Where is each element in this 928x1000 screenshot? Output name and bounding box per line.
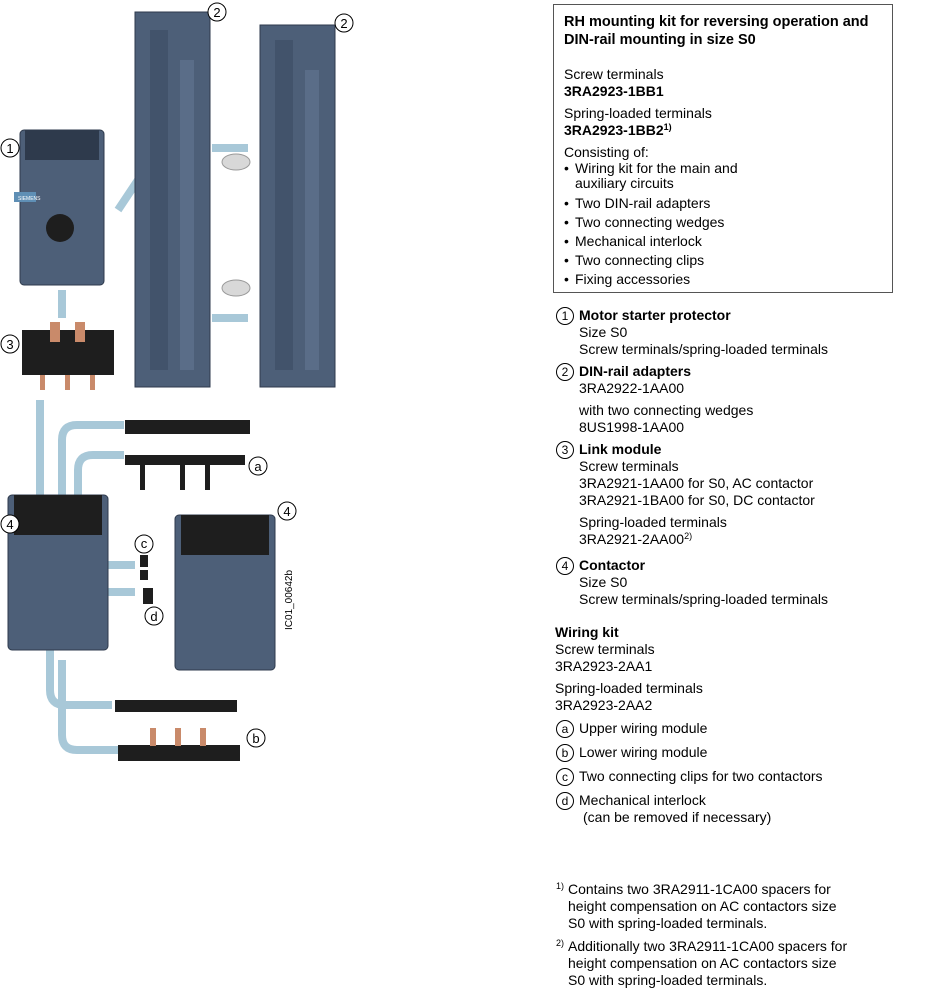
callout-d: d [144, 606, 164, 626]
legend-line: 3RA2921-2AA002) [579, 531, 693, 547]
legend-line: 8US1998-1AA00 [579, 419, 685, 435]
part-note: (can be removed if necessary) [583, 809, 772, 825]
screw-order-number: 3RA2923-1BB1 [564, 83, 664, 99]
consisting-label: Consisting of: [564, 144, 649, 160]
svg-text:d: d [150, 609, 157, 624]
list-item: Mechanical interlock [564, 232, 882, 251]
svg-text:b: b [252, 731, 259, 746]
wiring-kit-section: Wiring kit Screw terminals 3RA2923-2AA1 … [555, 624, 915, 826]
kit-title: RH mounting kit for reversing operation … [564, 14, 869, 48]
legend-item-3: 3 Link module Screw terminals 3RA2921-1A… [555, 441, 915, 548]
legend-line: 3RA2921-1BA00 for S0, DC contactor [579, 492, 815, 508]
list-item: Two DIN-rail adapters [564, 194, 882, 213]
marker: 1 [556, 307, 574, 325]
wiring-screw-label: Screw terminals [555, 641, 655, 657]
callout-2: 2 [334, 13, 354, 33]
din-rail-adapter-left [134, 11, 211, 388]
wiring-spring-number: 3RA2923-2AA2 [555, 697, 653, 713]
legend-title: Link module [579, 441, 662, 457]
footnote-2: 2)Additionally two 3RA2911-1CA00 spacers… [556, 938, 848, 988]
legend-line: Spring-loaded terminals [579, 514, 727, 530]
component-legend: 1 Motor starter protector Size S0 Screw … [555, 307, 915, 608]
callout-3: 3 [0, 334, 20, 354]
footnote-1: 1)Contains two 3RA2911-1CA00 spacers for… [556, 881, 837, 931]
contactor-left [7, 494, 109, 651]
part-label: Lower wiring module [579, 744, 708, 760]
exploded-assembly-illustration: SIEMENS IC01_00642b 1 [0, 2, 354, 761]
spring-label: Spring-loaded terminals [564, 105, 712, 121]
legend-line: Size S0 [579, 574, 628, 590]
contactor-right [174, 514, 276, 671]
spring-order-number: 3RA2923-1BB21) [564, 122, 672, 138]
marker: b [556, 744, 574, 762]
callout-c: c [134, 534, 154, 554]
legend-item-4: 4 Contactor Size S0 Screw terminals/spri… [555, 557, 915, 608]
legend-line: Screw terminals/spring-loaded terminals [579, 591, 828, 607]
legend-title: DIN-rail adapters [579, 363, 692, 379]
list-item: Fixing accessories [564, 270, 882, 289]
svg-text:2: 2 [213, 5, 220, 20]
wiring-part-a: a Upper wiring module [555, 720, 915, 738]
callout-1: 1 [0, 138, 20, 158]
list-item: Two connecting wedges [564, 213, 882, 232]
motor-starter-protector: SIEMENS [14, 129, 105, 286]
legend-line: Screw terminals/spring-loaded terminals [579, 341, 828, 357]
marker: 4 [556, 557, 574, 575]
kit-contents-list: Wiring kit for the main and auxiliary ci… [564, 161, 882, 290]
lower-wiring-module-b [115, 700, 240, 761]
link-module [22, 322, 114, 390]
legend-line: Size S0 [579, 324, 628, 340]
legend-line: 3RA2921-1AA00 for S0, AC contactor [579, 475, 814, 491]
svg-text:c: c [141, 536, 148, 551]
legend-title: Motor starter protector [579, 307, 731, 323]
legend-line: with two connecting wedges [579, 402, 754, 418]
callout-b: b [246, 728, 266, 748]
svg-text:a: a [254, 459, 262, 474]
list-item: Wiring kit for the main and auxiliary ci… [564, 161, 755, 194]
marker: c [556, 768, 574, 786]
svg-text:3: 3 [6, 337, 13, 352]
kit-summary-box: RH mounting kit for reversing operation … [553, 4, 893, 293]
legend-line: Screw terminals [579, 458, 679, 474]
marker: 3 [556, 441, 574, 459]
marker: d [556, 792, 574, 810]
callout-a: a [248, 456, 268, 476]
svg-text:4: 4 [283, 504, 290, 519]
wiring-part-d: d Mechanical interlock(can be removed if … [555, 792, 915, 826]
callout-4: 4 [277, 501, 297, 521]
part-label: Upper wiring module [579, 720, 708, 736]
wiring-part-b: b Lower wiring module [555, 744, 915, 762]
legend-item-1: 1 Motor starter protector Size S0 Screw … [555, 307, 915, 358]
wiring-screw-number: 3RA2923-2AA1 [555, 658, 653, 674]
svg-text:2: 2 [340, 16, 347, 31]
part-label: Two connecting clips for two contactors [579, 768, 823, 784]
legend-line: 3RA2922-1AA00 [579, 380, 685, 396]
legend-title: Contactor [579, 557, 646, 573]
screw-label: Screw terminals [564, 66, 664, 82]
svg-text:1: 1 [6, 141, 13, 156]
part-label: Mechanical interlock [579, 792, 706, 808]
marker: 2 [556, 363, 574, 381]
wiring-part-c: c Two connecting clips for two contactors [555, 768, 915, 786]
drawing-id: IC01_00642b [284, 570, 295, 630]
legend-item-2: 2 DIN-rail adapters 3RA2922-1AA00 with t… [555, 363, 915, 436]
svg-text:4: 4 [6, 517, 13, 532]
marker: a [556, 720, 574, 738]
callout-2: 2 [207, 2, 227, 22]
footnotes: 1)Contains two 3RA2911-1CA00 spacers for… [556, 881, 856, 989]
upper-wiring-module-a [125, 420, 250, 490]
wiring-kit-title: Wiring kit [555, 624, 619, 640]
callout-4: 4 [0, 514, 20, 534]
list-item: Two connecting clips [564, 251, 882, 270]
brand-label: SIEMENS [18, 196, 41, 202]
connecting-wedges [221, 153, 251, 297]
wiring-spring-label: Spring-loaded terminals [555, 680, 703, 696]
clips-and-interlock [140, 555, 153, 604]
din-rail-adapter-right [259, 24, 336, 388]
